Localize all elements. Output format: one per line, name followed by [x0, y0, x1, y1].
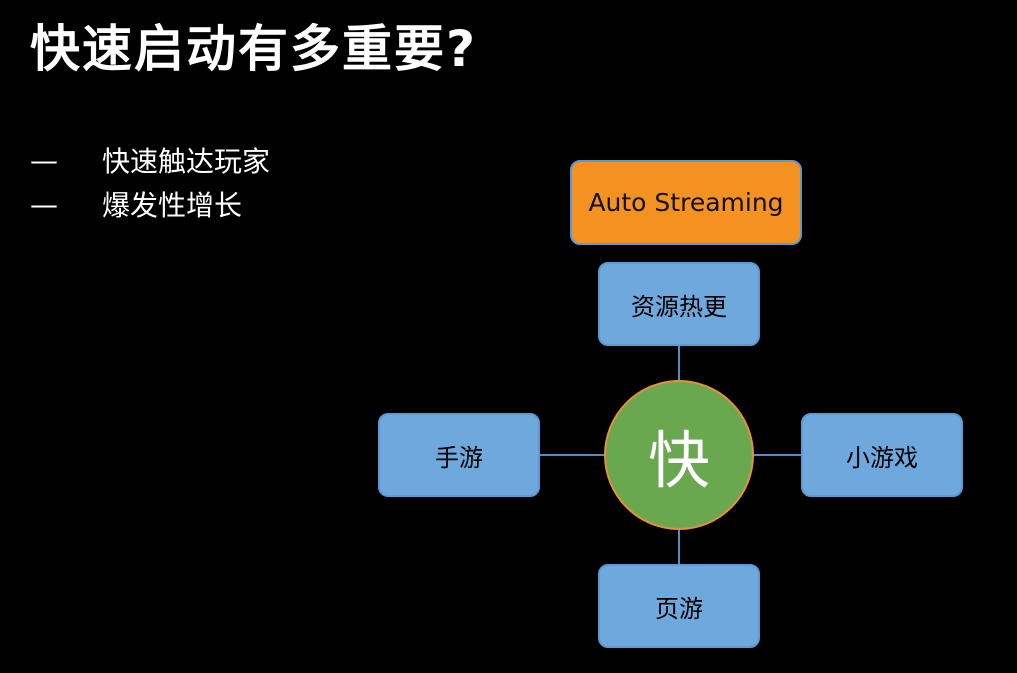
bullet-dash: — — [30, 187, 58, 221]
bullet-dash: — — [30, 143, 58, 177]
bullet-item: — 快速触达玩家 — [30, 138, 270, 182]
bullet-text: 爆发性增长 — [102, 189, 243, 222]
mini-game-box: 小游戏 — [801, 413, 963, 497]
resource-hotupdate-box: 资源热更 — [598, 262, 760, 346]
connector-right — [753, 454, 802, 456]
center-circle: 快 — [604, 380, 754, 530]
connector-bottom — [678, 529, 680, 565]
connector-top — [678, 345, 680, 381]
connector-left — [539, 454, 605, 456]
bullet-list: — 快速触达玩家 — 爆发性增长 — [30, 138, 270, 226]
page-title: 快速启动有多重要? — [30, 20, 478, 78]
auto-streaming-box: Auto Streaming — [570, 160, 802, 245]
mobile-game-box: 手游 — [378, 413, 540, 497]
bullet-text: 快速触达玩家 — [102, 145, 271, 178]
web-game-box: 页游 — [598, 564, 760, 648]
bullet-item: — 爆发性增长 — [30, 182, 270, 226]
